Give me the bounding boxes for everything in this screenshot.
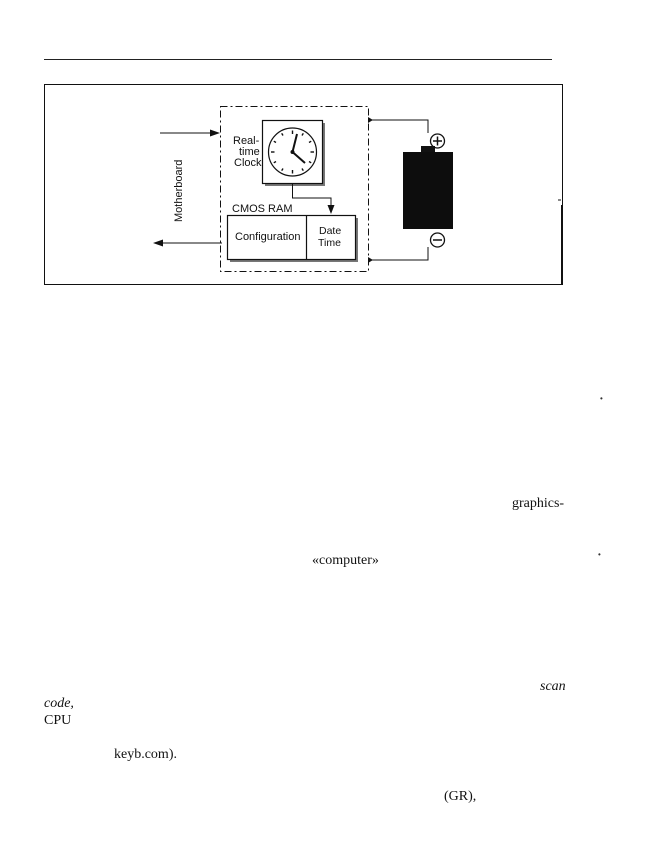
battery-wire-bottom [369, 247, 429, 261]
text-cpu: CPU [44, 713, 72, 728]
rtc-label-line2: time [239, 146, 260, 158]
clock-to-ram-arrow [292, 184, 332, 207]
configuration-label: Configuration [235, 231, 300, 243]
cmos-label: CMOS RAM [232, 203, 293, 215]
rtc-label-line1: Real- [233, 135, 260, 147]
text-code: code, [44, 696, 74, 711]
rtc-label-line3: Clock [234, 157, 262, 169]
margin-mark-2: • [598, 550, 601, 559]
text-scan: scan [540, 679, 566, 694]
battery-wire-top [369, 119, 429, 133]
chip-boundary [220, 106, 369, 272]
cmos-ram-box [226, 214, 357, 261]
margin-mark: • [600, 394, 603, 403]
text-graphics: graphics- [512, 496, 565, 511]
text-computer: «computer» [312, 553, 379, 568]
date-label: Date [319, 225, 341, 237]
battery-icon [403, 152, 453, 229]
text-gr: (GR), [444, 789, 477, 804]
text-keyb: keyb.com). [114, 747, 177, 762]
header-rule [44, 59, 552, 60]
cmos-figure: Real- time Clock CMOS RAM Configuration … [0, 0, 651, 300]
figure-frame [44, 84, 563, 285]
motherboard-label: Motherboard [173, 160, 185, 222]
time-label: Time [318, 237, 341, 249]
